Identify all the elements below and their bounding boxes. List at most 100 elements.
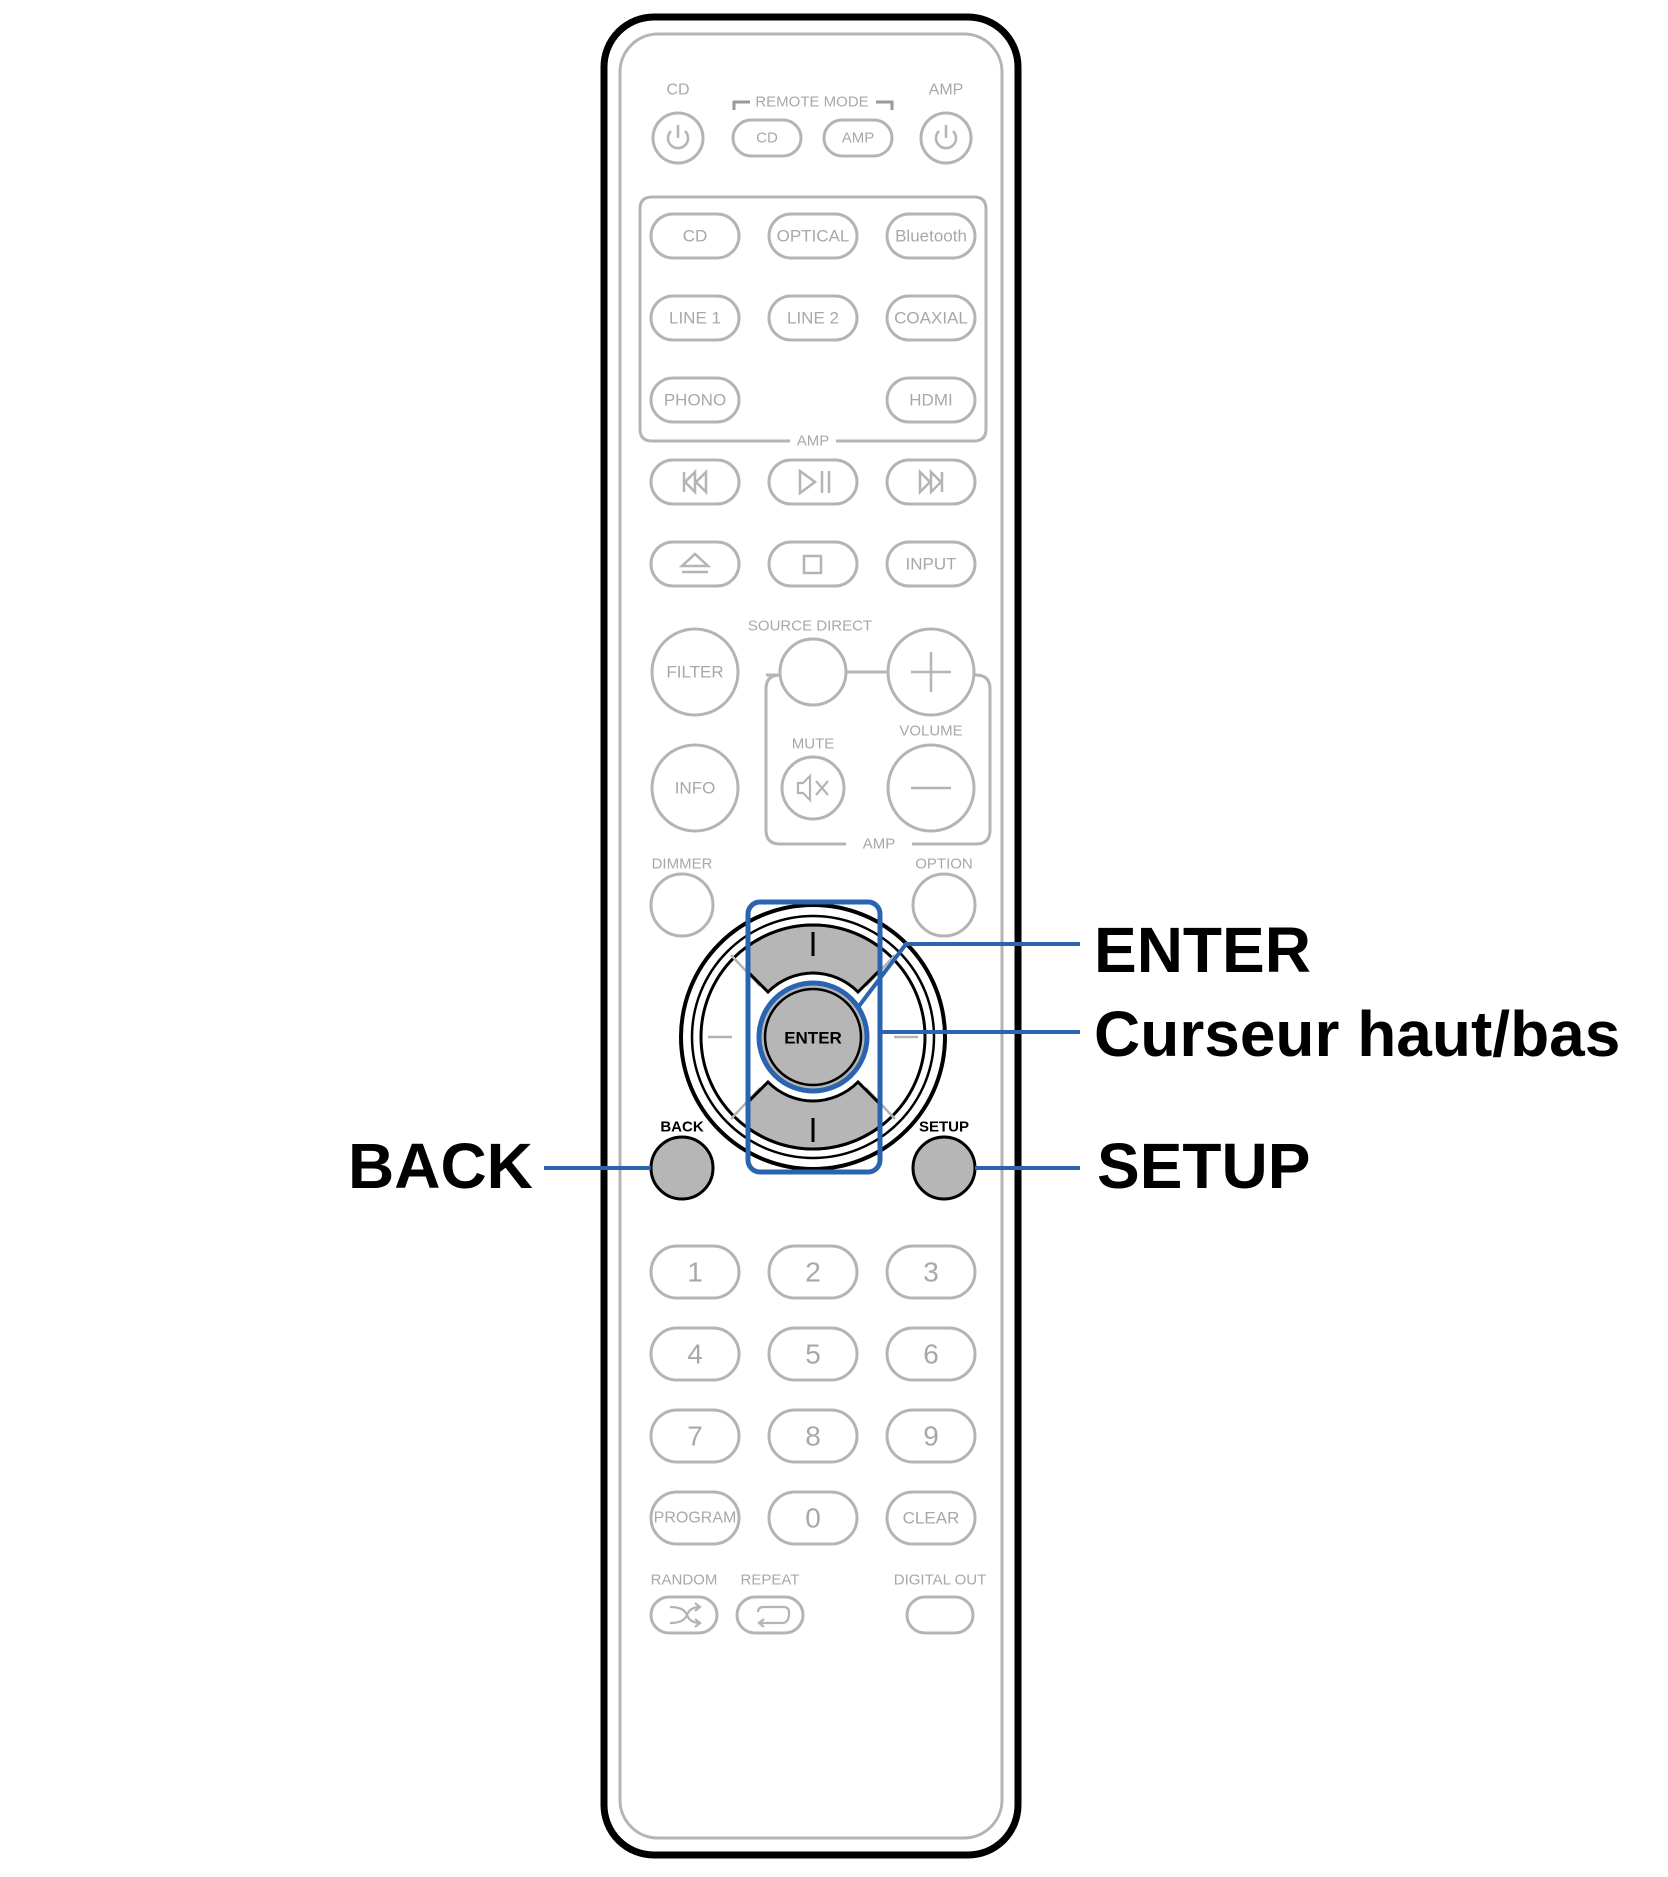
cursor-highlight-box <box>745 899 883 1175</box>
input-line1-button[interactable] <box>649 294 741 342</box>
clear-button-label: CLEAR <box>903 1509 960 1528</box>
eject-icon <box>678 552 712 574</box>
numpad-8-button[interactable] <box>767 1408 859 1464</box>
numpad-9-button[interactable] <box>885 1408 977 1464</box>
volume-label: VOLUME <box>899 723 962 740</box>
random-label: RANDOM <box>651 1572 718 1589</box>
remote-mode-cd-label: CD <box>756 130 778 147</box>
repeat-label: REPEAT <box>741 1572 800 1589</box>
input-line2-label: LINE 2 <box>787 309 839 328</box>
mute-label: MUTE <box>792 736 835 753</box>
input-hdmi-label: HDMI <box>909 391 952 410</box>
digital-out-label: DIGITAL OUT <box>894 1572 987 1589</box>
input-optical-button[interactable] <box>767 212 859 260</box>
dimmer-button[interactable] <box>649 872 715 938</box>
enter-callout-label: ENTER <box>1094 914 1311 986</box>
input-phono-label: PHONO <box>664 391 726 410</box>
info-button-label: INFO <box>675 779 716 798</box>
input-cd-label: CD <box>683 227 708 246</box>
amp-power-label: AMP <box>929 82 964 99</box>
mute-speaker-icon <box>796 773 829 803</box>
remote-mode-bracket <box>732 100 894 110</box>
numpad-8-label: 8 <box>805 1421 821 1452</box>
input-coaxial-label: COAXIAL <box>894 309 968 328</box>
cd-power-label: CD <box>666 82 689 99</box>
info-button[interactable] <box>650 743 740 833</box>
setup-callout-label: SETUP <box>1097 1130 1311 1202</box>
input-coaxial-button[interactable] <box>885 294 977 342</box>
mute-button[interactable] <box>780 755 846 821</box>
remote-mode-amp-button[interactable] <box>822 118 894 158</box>
skip-forward-icon <box>918 468 944 496</box>
digital-out-button[interactable] <box>905 1595 975 1635</box>
option-button[interactable] <box>911 872 977 938</box>
numpad-5-button[interactable] <box>767 1326 859 1382</box>
power-icon <box>666 125 690 150</box>
program-button[interactable] <box>649 1490 741 1546</box>
back-callout-label: BACK <box>348 1130 533 1202</box>
source-direct-button[interactable] <box>778 637 848 707</box>
dimmer-label: DIMMER <box>652 856 713 873</box>
numpad-5-label: 5 <box>805 1339 821 1370</box>
numpad-2-label: 2 <box>805 1257 821 1288</box>
numpad-2-button[interactable] <box>767 1244 859 1300</box>
setup-button[interactable] <box>911 1135 977 1201</box>
shuffle-icon <box>669 1602 702 1628</box>
numpad-3-button[interactable] <box>885 1244 977 1300</box>
input-line2-button[interactable] <box>767 294 859 342</box>
power-icon <box>934 125 958 150</box>
input-hdmi-button[interactable] <box>885 376 977 424</box>
stop-icon <box>802 554 823 575</box>
input-line1-label: LINE 1 <box>669 309 721 328</box>
input-button[interactable] <box>885 540 977 588</box>
remote-mode-label: REMOTE MODE <box>755 94 868 111</box>
setup-label: SETUP <box>919 1119 969 1136</box>
volume-group-frame <box>764 673 992 846</box>
numpad-9-label: 9 <box>923 1421 939 1452</box>
remote-mode-cd-button[interactable] <box>731 118 803 158</box>
filter-button-label: FILTER <box>666 663 723 682</box>
input-phono-button[interactable] <box>649 376 741 424</box>
input-group-frame <box>638 195 988 443</box>
clear-button[interactable] <box>885 1490 977 1546</box>
program-button-label: PROGRAM <box>654 1510 737 1527</box>
numpad-0-button[interactable] <box>767 1490 859 1546</box>
numpad-4-button[interactable] <box>649 1326 741 1382</box>
repeat-icon <box>756 1605 791 1628</box>
cursor-up-button[interactable] <box>734 923 892 995</box>
enter-callout-line <box>857 942 1080 1008</box>
cursor-down-button[interactable] <box>734 1079 892 1151</box>
input-cd-button[interactable] <box>649 212 741 260</box>
random-button[interactable] <box>649 1595 719 1635</box>
input-bluetooth-button[interactable] <box>885 212 977 260</box>
volume-group-label: AMP <box>863 836 896 853</box>
option-label: OPTION <box>915 856 973 873</box>
numpad-7-button[interactable] <box>649 1408 741 1464</box>
back-label: BACK <box>660 1119 703 1136</box>
numpad-4-label: 4 <box>687 1339 703 1370</box>
numpad-1-button[interactable] <box>649 1244 741 1300</box>
numpad-3-label: 3 <box>923 1257 939 1288</box>
enter-button[interactable] <box>756 980 870 1094</box>
eject-button[interactable] <box>649 540 741 588</box>
cursor-callout-label: Curseur haut/bas <box>1094 998 1621 1070</box>
filter-button[interactable] <box>650 627 740 717</box>
numpad-6-button[interactable] <box>885 1326 977 1382</box>
numpad-1-label: 1 <box>687 1257 703 1288</box>
remote-mode-amp-label: AMP <box>842 130 875 147</box>
stop-button[interactable] <box>767 540 859 588</box>
numpad-0-label: 0 <box>805 1503 821 1534</box>
input-button-label: INPUT <box>906 555 957 574</box>
input-bluetooth-label: Bluetooth <box>895 227 967 246</box>
back-button[interactable] <box>649 1135 715 1201</box>
repeat-button[interactable] <box>735 1595 805 1635</box>
input-group-label: AMP <box>797 433 830 450</box>
enter-button-rim <box>763 987 863 1087</box>
enter-button-label: ENTER <box>784 1029 842 1048</box>
skip-back-icon <box>682 468 708 496</box>
plus-icon <box>911 652 951 692</box>
numpad-6-label: 6 <box>923 1339 939 1370</box>
play-pause-icon <box>798 468 831 496</box>
